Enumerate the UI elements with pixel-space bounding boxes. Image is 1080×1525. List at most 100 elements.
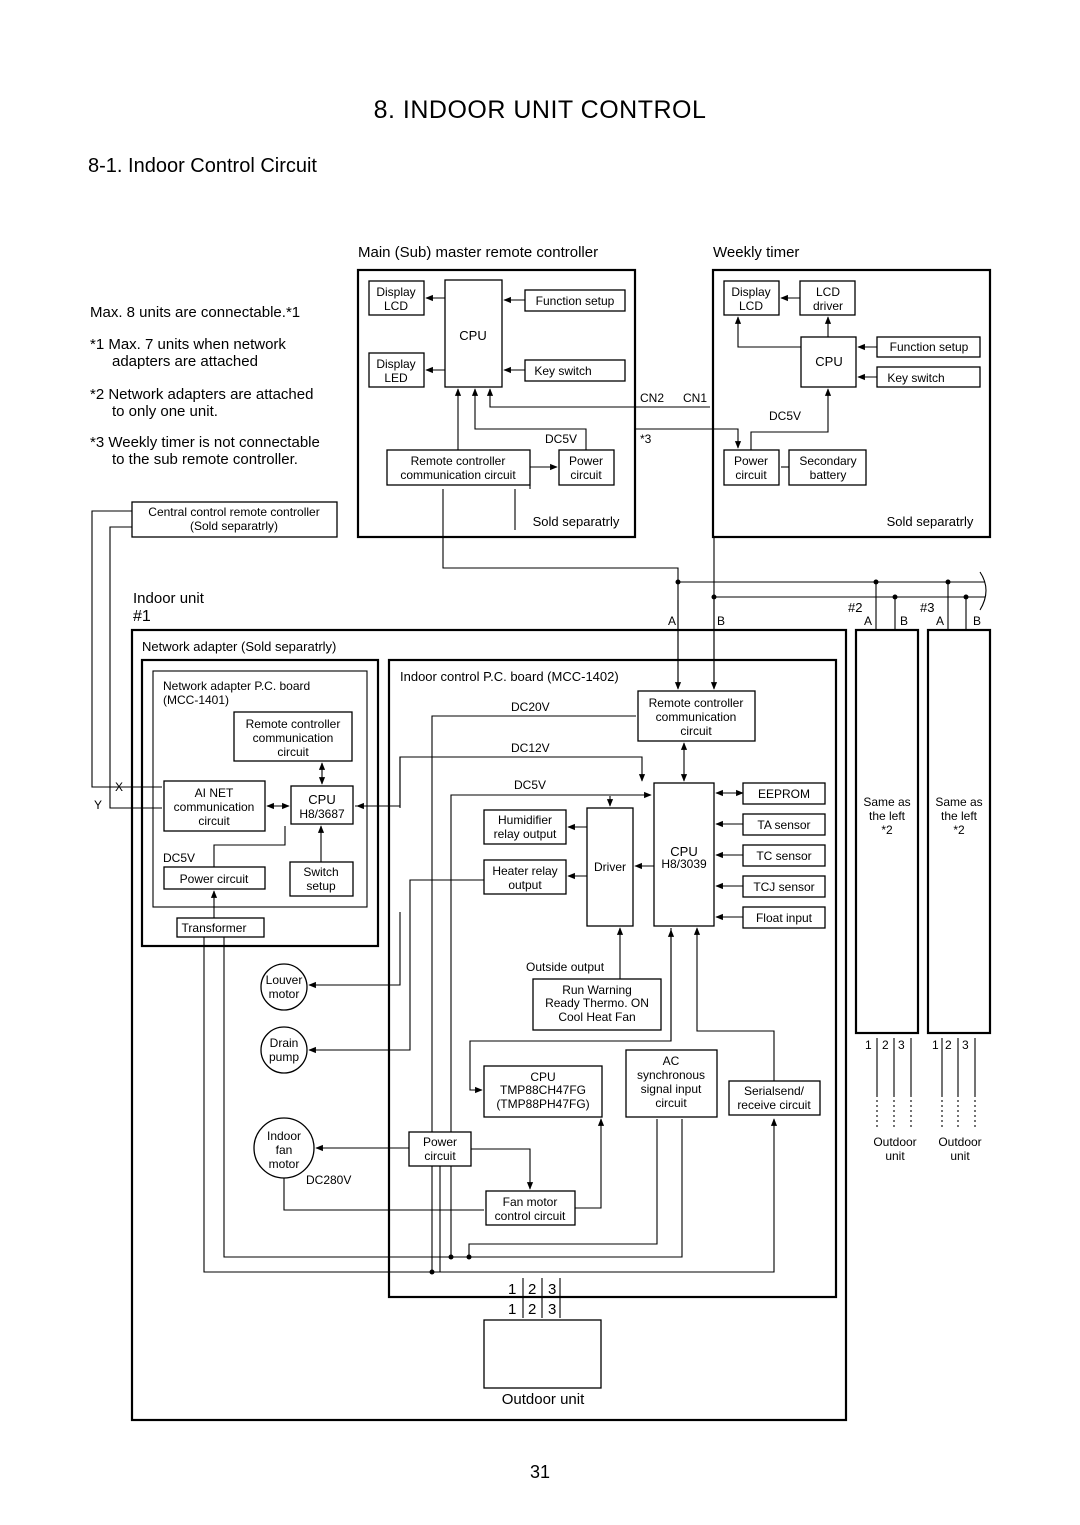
diagram-label: H8/3039 (661, 857, 707, 871)
diagram-label: TCJ sensor (753, 880, 814, 894)
note2-line2: to only one unit. (112, 403, 218, 420)
note3-line1: *3 Weekly timer is not connectable (90, 434, 320, 451)
diagram-label: Central control remote controller (148, 505, 319, 519)
diagram-label: Outdoor (938, 1135, 981, 1149)
diagram-label: *2 (953, 823, 965, 837)
diagram-label: receive circuit (737, 1098, 811, 1112)
diagram-label: 1 (932, 1038, 939, 1052)
rc-power-box (558, 449, 615, 486)
diagram-label: Remote controller (411, 454, 506, 468)
diagram-label: unit (950, 1149, 970, 1163)
diagram-label: Remote controller (246, 717, 341, 731)
indoor-unit-number: #1 (133, 608, 151, 625)
diagram-label: 2 (528, 1281, 536, 1298)
page-title: 8. INDOOR UNIT CONTROL (373, 96, 707, 124)
diagram-label: Display (376, 357, 415, 371)
diagram-label: Louver (266, 973, 303, 987)
diagram-label: unit (885, 1149, 905, 1163)
diagram-label: circuit (570, 468, 602, 482)
diagram-label: Ready Thermo. ON (545, 996, 649, 1010)
diagram-label: B (973, 614, 981, 628)
diagram-label: Remote controller (649, 696, 744, 710)
rc-cpu-box (444, 279, 503, 388)
diagram-label: driver (813, 299, 843, 313)
diagram-label: 3 (898, 1038, 905, 1052)
diagram-label: Same as (935, 795, 982, 809)
diagram-label: Driver (594, 860, 626, 874)
diagram-label: Outdoor (873, 1135, 916, 1149)
diagram-label: DC5V (545, 432, 577, 446)
control-board-group: Indoor control P.C. board (MCC-1402) DC2… (203, 600, 838, 1318)
diagram-label: the left (941, 809, 978, 823)
diagram-label: Heater relay (492, 864, 557, 878)
diagram-label: Y (94, 798, 102, 812)
weekly-timer-group: Weekly timer Display LCD LCD driver CPU … (711, 244, 992, 539)
diagram-label: 3 (548, 1301, 556, 1318)
note-max-units: Max. 8 units are connectable.*1 (90, 304, 301, 321)
diagram-label: A (864, 614, 872, 628)
diagram-label: AC (663, 1054, 680, 1068)
diagram-label: Run Warning (562, 983, 632, 997)
diagram-label: CPU (815, 354, 842, 369)
diagram-label: LED (384, 371, 408, 385)
diagram-label: synchronous (637, 1068, 705, 1082)
diagram-label: Same as (863, 795, 910, 809)
diagram-label: DC5V (163, 851, 195, 865)
diagram-label: circuit (680, 724, 712, 738)
note1-line1: *1 Max. 7 units when network (90, 336, 286, 353)
diagram-label: motor (269, 1157, 300, 1171)
diagram-label: circuit (424, 1149, 456, 1163)
indoor-unit-label: Indoor unit (133, 590, 205, 607)
rc-display-lcd-box (368, 280, 425, 316)
diagram-label: Power (569, 454, 603, 468)
central-controller-group: Central control remote controller (Sold … (91, 501, 338, 812)
diagram-label: 2 (882, 1038, 889, 1052)
diagram-label: Power (423, 1135, 457, 1149)
diagram-label: relay output (494, 827, 557, 841)
diagram-label: 1 (508, 1281, 516, 1298)
diagram-label: circuit (655, 1096, 687, 1110)
diagram-label: Indoor (267, 1129, 301, 1143)
diagram-label: Network adapter P.C. board (163, 679, 310, 693)
diagram-label: B (717, 614, 725, 628)
note1-line2: adapters are attached (112, 353, 258, 370)
weekly-timer-title: Weekly timer (713, 244, 799, 261)
remote-controller-title: Main (Sub) master remote controller (358, 244, 598, 261)
other-units-group: Same as the left *2 Same as the left *2 … (854, 628, 992, 1163)
diagram-label: (TMP88PH47FG) (496, 1097, 589, 1111)
diagram-label: CN2 (640, 391, 664, 405)
page-number: 31 (529, 1462, 551, 1482)
diagram-label: 3 (548, 1281, 556, 1298)
indoor-unit-group: Indoor unit #1 (130, 590, 848, 1422)
diagram-label: #2 (848, 600, 862, 615)
diagram-label: LCD (739, 299, 763, 313)
diagram-label: Sold separatrly (887, 514, 974, 529)
diagram-label: circuit (735, 468, 767, 482)
diagram-label: Display (376, 285, 415, 299)
diagram-label: CPU (670, 844, 697, 859)
diagram-label: *3 (640, 432, 652, 446)
diagram-label: Power circuit (180, 872, 249, 886)
diagram-label: CPU (459, 328, 486, 343)
diagram-label: Cool Heat Fan (558, 1010, 635, 1024)
diagram-label: Power (734, 454, 768, 468)
diagram-label: EEPROM (758, 787, 810, 801)
diagram-label: TA sensor (757, 818, 810, 832)
diagram-label: Drain (270, 1036, 299, 1050)
loads-group: Louver motor Drain pump Indoor fan motor (253, 879, 484, 1179)
diagram-label: output (508, 878, 542, 892)
diagram-label: Serialsend/ (744, 1084, 805, 1098)
diagram-label: 2 (528, 1301, 536, 1318)
diagram-label: Function setup (890, 340, 969, 354)
diagram-label: communication (174, 800, 255, 814)
diagram-label: *2 (881, 823, 893, 837)
diagram-label: 1 (865, 1038, 872, 1052)
diagram-label: H8/3687 (299, 807, 345, 821)
diagram-label: Network adapter (Sold separatrly) (142, 639, 336, 654)
diagram-label: Indoor control P.C. board (MCC-1402) (400, 669, 619, 684)
outdoor-unit-group: 1 2 3 Outdoor unit (483, 1301, 602, 1408)
diagram-label: pump (269, 1050, 299, 1064)
diagram-label: setup (306, 879, 336, 893)
diagram-label: the left (869, 809, 906, 823)
